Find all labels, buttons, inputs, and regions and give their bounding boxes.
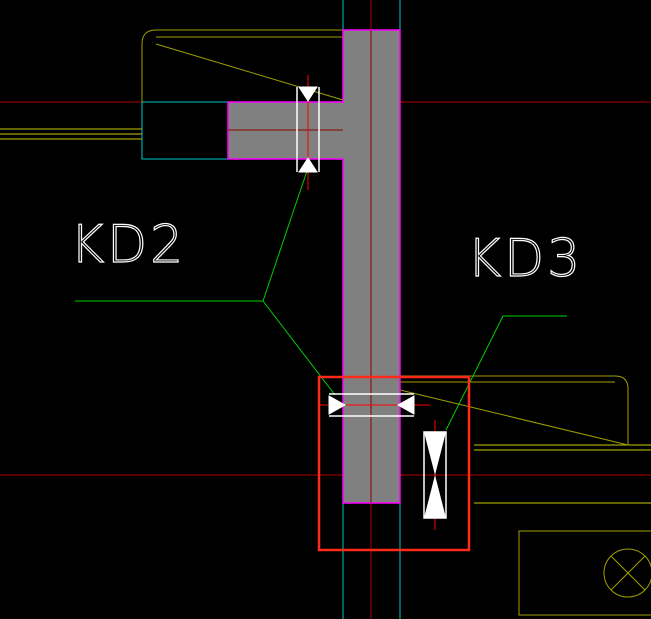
olive-fan-cross-b <box>610 555 646 591</box>
yellow-left-beam <box>0 128 142 140</box>
green-leaders <box>75 167 567 431</box>
gray-wall <box>227 29 401 504</box>
olive-right-slab-outline <box>400 375 629 445</box>
vent-symbol-kd3 <box>423 420 447 530</box>
wall-centerlines <box>228 30 372 503</box>
label-kd2: KD2 <box>70 215 186 275</box>
olive-right-diagonal <box>399 389 629 446</box>
yellow-right-beam <box>474 444 651 504</box>
label-kd3: KD3 <box>467 229 583 289</box>
olive-top-slab-outline <box>141 29 343 102</box>
olive-fan-circle <box>603 548 651 598</box>
vent-symbol-top <box>296 75 320 190</box>
olive-equipment-box <box>518 530 651 616</box>
cyan-left-bracket <box>141 101 228 160</box>
highlight-box <box>317 375 471 552</box>
vent-symbol-middle <box>318 393 430 417</box>
kd3-leader-line <box>445 315 567 431</box>
kd2-leader-branch <box>262 300 336 396</box>
